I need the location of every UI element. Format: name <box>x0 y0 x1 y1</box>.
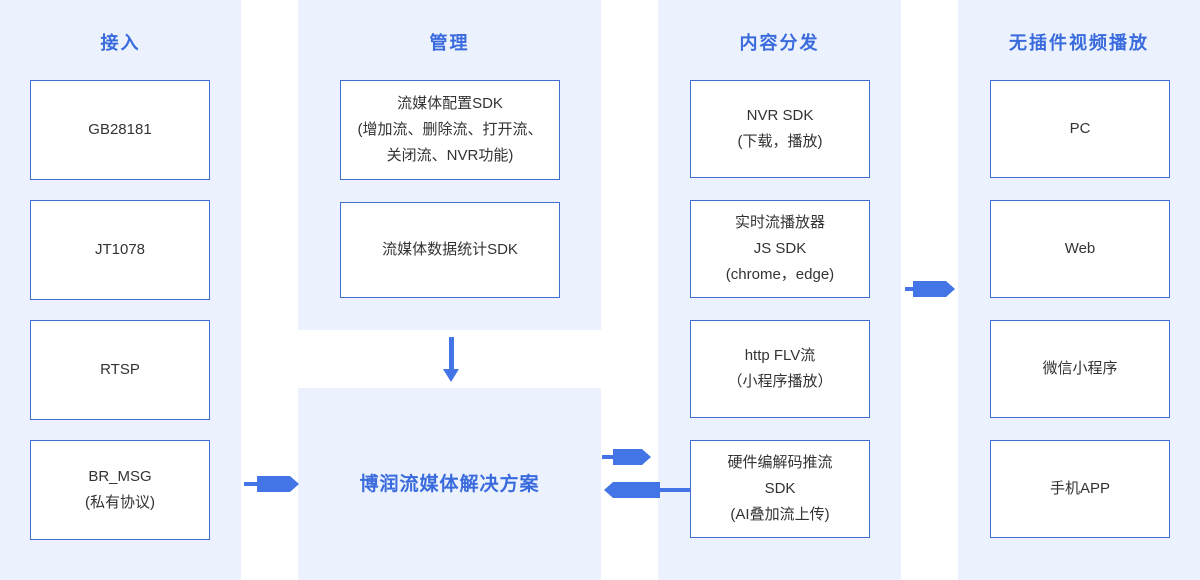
box-line: (AI叠加流上传) <box>730 506 830 523</box>
box-line: http FLV流 <box>744 347 816 364</box>
box-mobile-app: 手机APP <box>990 440 1170 538</box>
box-line: 实时流播放器 <box>734 214 825 231</box>
box-line: GB28181 <box>88 121 152 138</box>
box-line: SDK <box>764 480 796 497</box>
box-line: 手机APP <box>1049 480 1110 497</box>
box-rtsp: RTSP <box>30 320 210 420</box>
box-line: JT1078 <box>94 241 146 258</box>
box-http-flv: http FLV流 （小程序播放） <box>690 320 870 418</box>
management-title: 管理 <box>429 33 470 53</box>
playback-title: 无插件视频播放 <box>1009 33 1149 53</box>
box-line: (私有协议) <box>85 494 155 511</box>
box-line: (下载，播放) <box>737 133 823 150</box>
box-line: Web <box>1064 240 1096 257</box>
box-line: (chrome，edge) <box>725 266 835 283</box>
box-jt1078: JT1078 <box>30 200 210 300</box>
box-line: (增加流、删除流、打开流、 <box>357 121 543 138</box>
solution-label: 博润流媒体解决方案 <box>359 474 540 495</box>
box-line: 微信小程序 <box>1042 360 1118 377</box>
box-stream-stats-sdk: 流媒体数据统计SDK <box>340 202 560 298</box>
box-line: RTSP <box>100 361 140 378</box>
box-line: BR_MSG <box>88 468 152 485</box>
box-web: Web <box>990 200 1170 298</box>
box-realtime-player-sdk: 实时流播放器 JS SDK (chrome，edge) <box>690 200 870 298</box>
box-pc: PC <box>990 80 1170 178</box>
distribution-to-solution-arrow-left-icon <box>604 482 690 498</box>
solution-to-distribution-arrow-right-icon <box>602 449 651 465</box>
access-to-solution-arrow-right-icon <box>244 476 299 492</box>
box-line: 流媒体数据统计SDK <box>382 241 518 258</box>
box-hw-codec-push-sdk: 硬件编解码推流 SDK (AI叠加流上传) <box>690 440 870 538</box>
distribution-to-playback-arrow-right-icon <box>905 281 955 297</box>
management-to-solution-arrow-down-icon <box>437 337 465 382</box>
box-line: 关闭流、NVR功能) <box>386 147 514 164</box>
box-stream-config-sdk: 流媒体配置SDK (增加流、删除流、打开流、 关闭流、NVR功能) <box>340 80 560 180</box>
box-line: 流媒体配置SDK <box>397 95 503 112</box>
box-line: PC <box>1069 120 1091 137</box>
box-line: 硬件编解码推流 <box>727 454 833 471</box>
box-line: （小程序播放） <box>727 373 833 390</box>
box-gb28181: GB28181 <box>30 80 210 180</box>
box-line: NVR SDK <box>746 107 814 124</box>
box-br-msg: BR_MSG (私有协议) <box>30 440 210 540</box>
access-title: 接入 <box>100 33 141 53</box>
box-line: JS SDK <box>753 240 807 257</box>
distribution-title: 内容分发 <box>739 33 820 53</box>
management-column-bg-bottom <box>298 388 601 580</box>
box-wechat-miniprogram: 微信小程序 <box>990 320 1170 418</box>
box-nvr-sdk: NVR SDK (下载，播放) <box>690 80 870 178</box>
